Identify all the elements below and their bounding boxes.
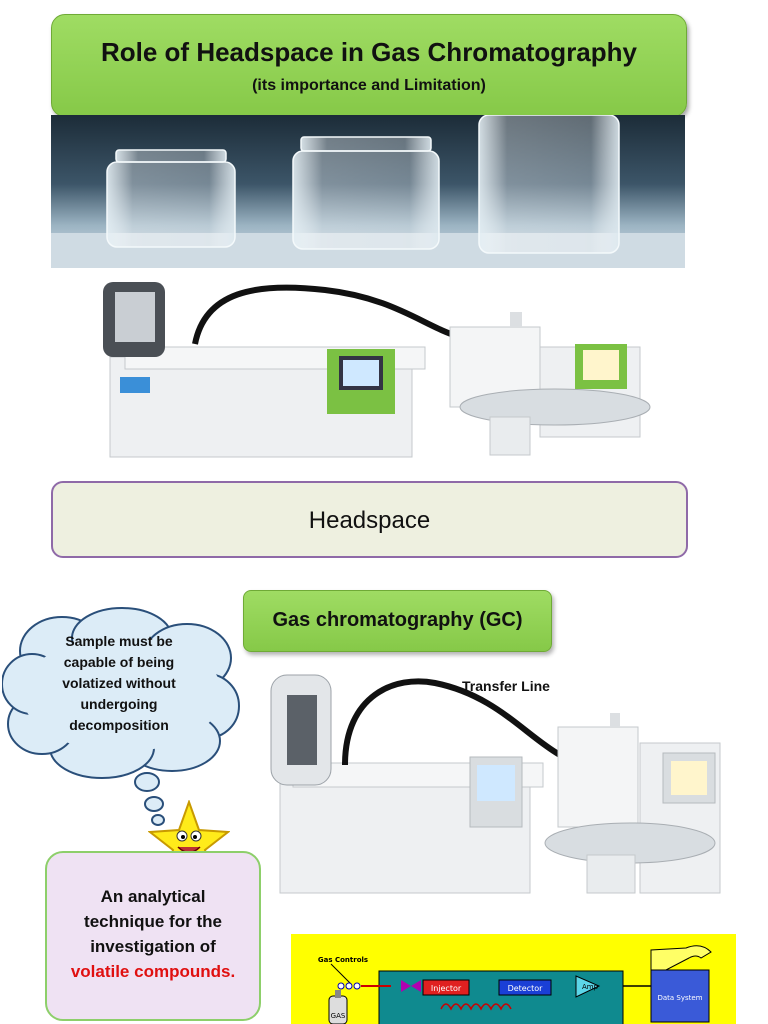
thought-line: decomposition [69, 717, 169, 733]
thought-bubble-cloud [2, 607, 240, 826]
injector-label: Injector [431, 984, 462, 993]
definition-line: An analytical [100, 887, 206, 906]
injector-block [422, 979, 470, 996]
page-title: Role of Headspace in Gas Chromatography [100, 37, 637, 67]
page-subtitle: (its importance and Limitation) [252, 77, 486, 94]
gc-banner: Gas chromatography (GC) [243, 590, 552, 652]
thought-line: volatized without [62, 675, 176, 691]
detector-label: Detector [508, 984, 544, 993]
headspace-gc-instrument-image [103, 282, 651, 458]
detector-block [498, 979, 552, 996]
definition-line: technique for the [84, 912, 222, 931]
title-banner: Role of Headspace in Gas Chromatography … [51, 14, 687, 117]
gas-controls-label: Gas Controls [318, 956, 368, 964]
headspace-label: Headspace [308, 507, 431, 534]
gc-label: Gas chromatography (GC) [272, 609, 523, 631]
definition-text: An analytical technique for the investig… [47, 884, 259, 984]
headspace-box: Headspace [51, 481, 688, 558]
gc-schematic-diagram: Injector Detector Amp Data System Gas Co… [291, 934, 736, 1024]
thought-line: undergoing [80, 696, 158, 712]
gc-instrument-image [270, 674, 721, 894]
thought-bubble-text: Sample must be capable of being volatize… [26, 631, 212, 736]
definition-highlight: volatile compounds. [70, 962, 236, 981]
definition-line: investigation of [90, 937, 216, 956]
thought-line: capable of being [63, 654, 175, 670]
thought-line: Sample must be [65, 633, 173, 649]
transfer-line-label: Transfer Line [462, 678, 550, 694]
amp-label: Amp [582, 983, 599, 991]
gas-tank-label: GAS [331, 1012, 346, 1020]
data-system-label: Data System [657, 994, 702, 1002]
definition-box: An analytical technique for the investig… [45, 851, 261, 1021]
vials-photo [51, 115, 685, 268]
